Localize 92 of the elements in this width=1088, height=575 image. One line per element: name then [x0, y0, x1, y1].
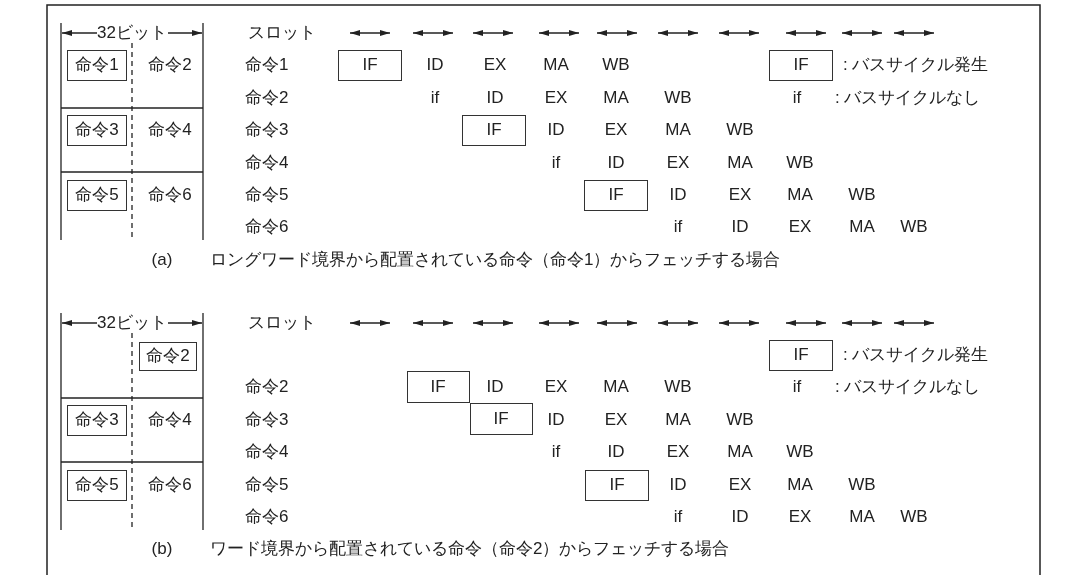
- stage-label: WB: [664, 377, 692, 397]
- stage-label: MA: [727, 442, 753, 462]
- instruction-label: 命令4: [245, 442, 289, 462]
- stage-label: ID: [547, 120, 565, 140]
- stage-label: MA: [849, 507, 875, 527]
- instruction-label: 命令2: [245, 377, 289, 397]
- stage-label: WB: [726, 410, 754, 430]
- stage-label: EX: [788, 217, 812, 237]
- stage-label: ID: [607, 153, 625, 173]
- memory-cell-label: 命令4: [148, 120, 192, 140]
- stage-label: MA: [543, 55, 569, 75]
- stage-label: MA: [787, 475, 813, 495]
- stage-label: ID: [731, 217, 749, 237]
- stage-label: MA: [665, 410, 691, 430]
- memory-cell-label: 命令4: [148, 410, 192, 430]
- instruction-label: 命令2: [245, 88, 289, 108]
- stage-label: EX: [544, 377, 568, 397]
- stage-label: ID: [607, 442, 625, 462]
- stage-label: EX: [728, 475, 752, 495]
- stage-label: if: [792, 88, 802, 108]
- stage-label: MA: [849, 217, 875, 237]
- width-label: 32ビット: [97, 313, 167, 333]
- stage-label: WB: [602, 55, 630, 75]
- slot-label: スロット: [248, 23, 316, 43]
- legend-text: : バスサイクル発生: [843, 345, 989, 365]
- stage-label: ID: [669, 475, 687, 495]
- stage-label: if: [673, 507, 683, 527]
- instruction-box: 命令3: [67, 404, 127, 436]
- stage-box: IF: [406, 371, 470, 403]
- stage-label: MA: [603, 377, 629, 397]
- stage-label: if: [673, 217, 683, 237]
- legend-text: : バスサイクル発生: [843, 55, 989, 75]
- stage-label: WB: [664, 88, 692, 108]
- stage-label: WB: [900, 217, 928, 237]
- stage-label: ID: [486, 88, 504, 108]
- instruction-label: 命令3: [245, 120, 289, 140]
- stage-label: EX: [604, 120, 628, 140]
- stage-label: MA: [727, 153, 753, 173]
- instruction-box: 命令5: [67, 179, 127, 211]
- stage-label: WB: [848, 185, 876, 205]
- memory-cell-label: 命令6: [148, 475, 192, 495]
- stage-label: EX: [666, 442, 690, 462]
- stage-label: WB: [848, 475, 876, 495]
- instruction-box: 命令5: [67, 469, 127, 501]
- instruction-label: 命令5: [245, 185, 289, 205]
- stage-label: if: [430, 88, 440, 108]
- legend-text: : バスサイクルなし: [835, 377, 981, 397]
- stage-label: EX: [728, 185, 752, 205]
- memory-cell-label: 命令6: [148, 185, 192, 205]
- instruction-label: 命令4: [245, 153, 289, 173]
- stage-label: ID: [486, 377, 504, 397]
- stage-label: WB: [900, 507, 928, 527]
- caption: ロングワード境界から配置されている命令（命令1）からフェッチする場合: [210, 250, 781, 270]
- stage-box: IF: [462, 114, 526, 146]
- stage-label: if: [551, 442, 561, 462]
- stage-label: ID: [426, 55, 444, 75]
- stage-label: EX: [666, 153, 690, 173]
- stage-label: WB: [786, 442, 814, 462]
- stage-box: IF: [769, 339, 833, 371]
- caption-label: (a): [151, 250, 173, 270]
- stage-box: IF: [585, 469, 649, 501]
- stage-label: if: [792, 377, 802, 397]
- stage-label: if: [551, 153, 561, 173]
- stage-label: WB: [786, 153, 814, 173]
- stage-box: IF: [469, 403, 533, 435]
- slot-label: スロット: [248, 313, 316, 333]
- stage-label: EX: [483, 55, 507, 75]
- instruction-box: 命令1: [67, 49, 127, 81]
- stage-label: ID: [731, 507, 749, 527]
- stage-box: IF: [584, 179, 648, 211]
- instruction-box: 命令3: [67, 114, 127, 146]
- width-label: 32ビット: [97, 23, 167, 43]
- stage-label: WB: [726, 120, 754, 140]
- legend-text: : バスサイクルなし: [835, 88, 981, 108]
- instruction-box: 命令2: [139, 341, 197, 371]
- stage-label: ID: [669, 185, 687, 205]
- stage-label: EX: [604, 410, 628, 430]
- instruction-label: 命令1: [245, 55, 289, 75]
- stage-box: IF: [338, 49, 402, 81]
- caption-label: (b): [151, 539, 173, 559]
- stage-label: MA: [665, 120, 691, 140]
- instruction-label: 命令6: [245, 507, 289, 527]
- stage-label: ID: [547, 410, 565, 430]
- stage-label: MA: [787, 185, 813, 205]
- memory-cell-label: 命令2: [148, 55, 192, 75]
- stage-box: IF: [769, 49, 833, 81]
- stage-label: EX: [544, 88, 568, 108]
- instruction-label: 命令6: [245, 217, 289, 237]
- instruction-label: 命令5: [245, 475, 289, 495]
- instruction-label: 命令3: [245, 410, 289, 430]
- stage-label: EX: [788, 507, 812, 527]
- stage-label: MA: [603, 88, 629, 108]
